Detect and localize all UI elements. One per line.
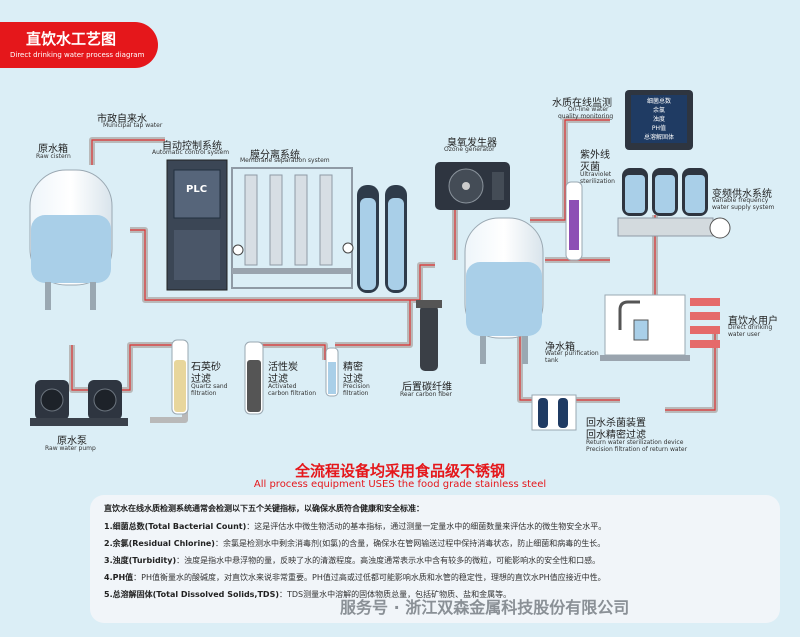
monitor-item: 细菌总数 [646, 98, 671, 105]
raw-cistern-label-en: Raw cistern [36, 153, 71, 160]
return-label-2: 回水精密过滤 [586, 430, 646, 441]
user-label: 直饮水用户 [728, 316, 778, 327]
rear-carbon-filter [416, 300, 442, 371]
vf-label: 变频供水系统 [712, 189, 772, 200]
carbon-label-1: 活性炭 [268, 362, 298, 373]
precision-label-en2: filtration [343, 390, 369, 397]
raw-cistern [29, 169, 113, 310]
carbon-filter [244, 341, 264, 415]
purif-tank-label-en2: tank [545, 357, 559, 364]
purif-tank-label: 净水箱 [545, 342, 575, 353]
control-cabinet [166, 159, 228, 291]
user-label-en1: Direct drinking [728, 324, 773, 331]
monitor-screen: 细菌总数 余氯 浊度 PH值 总溶解固体 [631, 97, 687, 142]
watermark: 服务号 · 浙江双森金属科技股份有限公司 [340, 598, 630, 617]
quartz-label-en2: filtration [191, 390, 217, 397]
info-desc: ：PH值衡量水的酸碱度，对直饮水来说非常重要。PH值过高或过低都可能影响水质和水… [133, 573, 606, 582]
precision-label-2: 过滤 [343, 374, 363, 385]
info-item: 5.总溶解固体(Total Dissolved Solids,TDS)：TDS测… [104, 589, 511, 600]
membrane-label-en: Membrane separation system [240, 157, 330, 164]
title-banner: 直饮水工艺图 Direct drinking water process dia… [0, 22, 158, 68]
monitoring-label-en2: quality monitoring [558, 113, 614, 120]
uv-label-en2: sterilization [580, 178, 615, 185]
uv-sterilizer [565, 181, 583, 261]
raw-pump-label: 原水泵 [57, 436, 87, 447]
municipal-label: 市政自来水 [97, 114, 147, 125]
ozone-generator [435, 162, 510, 210]
quality-monitor [625, 90, 693, 150]
info-item: 2.余氯(Residual Chlorine)：余氯是检测水中剩余消毒剂(如氯)… [104, 538, 605, 549]
pipe-precision [335, 300, 413, 348]
carbon-label-2: 过滤 [268, 374, 288, 385]
pressure-vessels [357, 185, 407, 293]
info-item: 3.浊度(Turbidity)：浊度是指水中悬浮物的量，反映了水的清澈程度。高浊… [104, 555, 600, 566]
carbon-label-en1: Activated [268, 383, 297, 390]
info-term: 5.总溶解固体(Total Dissolved Solids,TDS) [104, 590, 279, 599]
return-label-en2: Precision filtration of return water [586, 446, 688, 453]
info-desc: ：TDS测量水中溶解的固体物质总量，包括矿物质、盐和金属等。 [278, 590, 512, 599]
rear-carbon-label-en: Rear carbon fiber [400, 391, 453, 398]
return-label-en1: Return water sterilization device [586, 439, 684, 446]
info-intro: 直饮水在线水质检测系统通常会检测以下五个关键指标，以确保水质符合健康和安全标准： [104, 504, 424, 513]
quartz-label-en1: Quartz sand [191, 383, 228, 390]
info-panel [90, 495, 780, 623]
info-term: 4.PH值 [104, 573, 134, 582]
monitor-item: 浊度 [652, 116, 665, 123]
quartz-filter [171, 339, 189, 415]
purification-tank [464, 217, 544, 364]
info-desc: ：余氯是检测水中剩余消毒剂(如氯)的含量，确保水在管网输送过程中保持消毒状态，防… [214, 539, 606, 548]
rear-carbon-label: 后置碳纤维 [402, 382, 452, 393]
precision-filter [325, 347, 339, 397]
steel-title: 全流程设备均采用食品级不锈钢 [294, 462, 505, 480]
vf-supply-tanks [617, 168, 731, 239]
user-label-en2: water user [728, 331, 761, 338]
membrane-rack [231, 167, 354, 289]
raw-water-pumps [30, 380, 128, 426]
info-term: 1.细菌总数(Total Bacterial Count) [104, 522, 247, 531]
return-label-1: 回水杀菌装置 [586, 418, 646, 429]
process-diagram [29, 90, 731, 431]
control-label-en: Automatic control system [152, 149, 230, 156]
user-station [600, 294, 720, 361]
raw-pump-label-en: Raw water pump [45, 445, 96, 452]
info-desc: ：浊度是指水中悬浮物的量，反映了水的清澈程度。高浊度通常表示水中含有较多的微粒，… [176, 556, 601, 565]
title-zh: 直饮水工艺图 [26, 30, 117, 48]
plc-text: PLC [186, 184, 208, 195]
purif-tank-label-en1: Water purification [545, 350, 599, 357]
monitoring-label: 水质在线监测 [552, 98, 612, 109]
municipal-label-en: Municipal tap water [103, 122, 163, 129]
info-term: 2.余氯(Residual Chlorine) [104, 539, 215, 548]
monitor-item: PH值 [651, 125, 667, 132]
uv-label-2: 灭菌 [580, 162, 600, 173]
carbon-label-en2: carbon filtration [268, 390, 317, 397]
precision-label-1: 精密 [343, 362, 363, 373]
monitoring-label-en1: On-line water [568, 106, 609, 113]
membrane-label: 膜分离系统 [250, 150, 300, 161]
vf-label-en2: water supply system [712, 204, 775, 211]
steel-subtitle: All process equipment USES the food grad… [253, 479, 547, 490]
uv-label-en1: Ultraviolet [580, 171, 612, 178]
info-desc: ：这是评估水中微生物活动的基本指标，通过测量一定量水中的细菌数量来评估水的微生物… [246, 522, 607, 531]
quartz-label-2: 过滤 [191, 374, 211, 385]
vf-label-en1: Variable frequency [712, 197, 769, 204]
quartz-label-1: 石英砂 [191, 362, 221, 373]
return-devices [531, 394, 577, 431]
monitor-item: 余氯 [652, 107, 665, 114]
info-item: 4.PH值：PH值衡量水的酸碱度，对直饮水来说非常重要。PH值过高或过低都可能影… [104, 572, 606, 583]
control-label: 自动控制系统 [162, 141, 222, 152]
ozone-label-en: Ozone generator [444, 146, 495, 153]
monitor-item: 总溶解固体 [643, 134, 674, 141]
raw-cistern-label: 原水箱 [38, 144, 68, 155]
title-en: Direct drinking water process diagram [10, 51, 145, 59]
info-item: 1.细菌总数(Total Bacterial Count)：这是评估水中微生物活… [104, 521, 606, 532]
uv-label-1: 紫外线 [580, 150, 610, 161]
info-term: 3.浊度(Turbidity) [104, 556, 177, 565]
precision-label-en1: Precision [343, 383, 370, 390]
ozone-label: 臭氧发生器 [447, 138, 497, 149]
